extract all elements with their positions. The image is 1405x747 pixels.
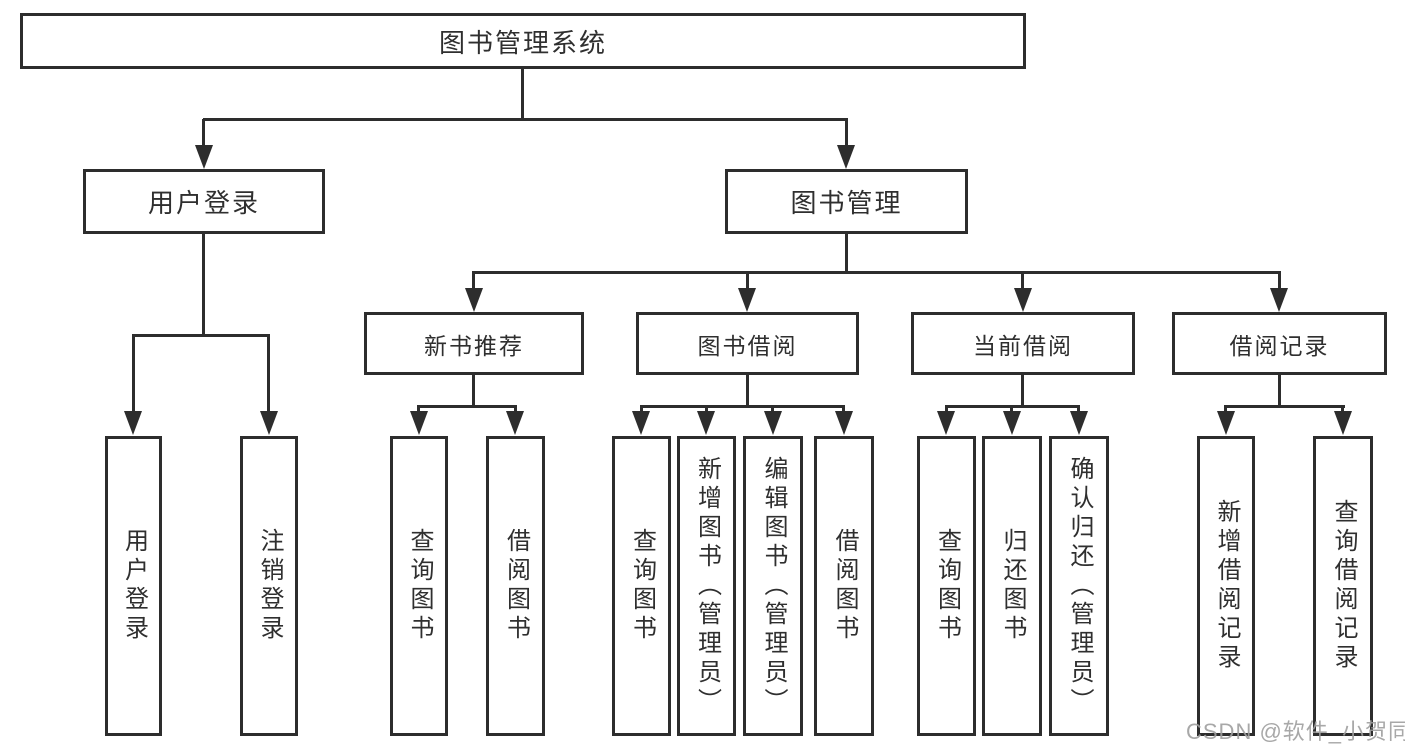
arrow-down-icon [1014,288,1032,312]
node-new-book-recommend-label: 新书推荐 [424,332,524,359]
leaf-add-borrow-record: 新增借阅记录 [1197,436,1255,736]
connector-line [202,119,205,149]
node-root-label: 图书管理系统 [438,27,607,58]
connector-line [472,374,475,407]
node-borrow-records-label: 借阅记录 [1229,332,1330,359]
leaf-query-books-3-label: 查询图书 [933,528,961,644]
leaf-query-borrow-record: 查询借阅记录 [1313,436,1373,736]
leaf-user-login: 用户登录 [105,436,162,736]
node-root: 图书管理系统 [20,13,1026,69]
connector-line [1224,405,1345,408]
leaf-query-books-2-label: 查询图书 [628,528,656,644]
arrow-down-icon [738,288,756,312]
leaf-query-borrow-record-label: 查询借阅记录 [1330,499,1357,673]
arrow-down-icon [124,411,142,435]
leaf-add-book-admin-label: 新增图书（管理员） [693,455,721,717]
arrow-down-icon [195,145,213,169]
node-book-borrow-label: 图书借阅 [697,332,798,359]
connector-line [267,335,270,415]
connector-line [1021,272,1024,294]
arrow-down-icon [260,411,278,435]
connector-line [746,374,749,407]
connector-line [1278,374,1281,407]
leaf-borrow-books-1: 借阅图书 [486,436,545,736]
connector-line [417,405,517,408]
connector-line [845,233,848,274]
arrow-down-icon [632,411,650,435]
connector-line [1021,374,1024,407]
connector-line [202,233,205,336]
arrow-down-icon [697,411,715,435]
arrow-down-icon [764,411,782,435]
arrow-down-icon [837,145,855,169]
connector-line [472,272,475,294]
leaf-edit-book-admin: 编辑图书（管理员） [743,436,803,736]
node-new-book-recommend: 新书推荐 [364,312,584,375]
node-borrow-records: 借阅记录 [1172,312,1387,375]
leaf-return-book-label: 归还图书 [999,528,1026,644]
leaf-user-login-label: 用户登录 [120,528,148,644]
leaf-logout-label: 注销登录 [256,528,283,644]
connector-line [132,335,135,415]
leaf-return-book: 归还图书 [982,436,1042,736]
leaf-borrow-books-2-label: 借阅图书 [831,528,858,644]
arrow-down-icon [1270,288,1288,312]
node-user-login-label: 用户登录 [147,188,260,218]
node-book-management: 图书管理 [725,169,968,234]
connector-line [1278,272,1281,294]
leaf-edit-book-admin-label: 编辑图书（管理员） [760,455,787,717]
watermark: CSDN @软件_小贺同学 [1186,719,1405,744]
connector-line [746,272,749,294]
node-book-management-label: 图书管理 [790,188,903,218]
connector-line [521,68,524,120]
arrow-down-icon [1217,411,1235,435]
leaf-query-books-2: 查询图书 [612,436,671,736]
leaf-borrow-books-1-label: 借阅图书 [502,528,530,644]
arrow-down-icon [937,411,955,435]
leaf-borrow-books-2: 借阅图书 [814,436,874,736]
node-book-borrow: 图书借阅 [636,312,859,375]
leaf-query-books-1-label: 查询图书 [406,528,433,644]
connector-line [472,271,1281,274]
arrow-down-icon [506,411,524,435]
leaf-query-books-3: 查询图书 [917,436,976,736]
leaf-add-book-admin: 新增图书（管理员） [677,436,736,736]
leaf-query-books-1: 查询图书 [390,436,448,736]
arrow-down-icon [465,288,483,312]
connector-line [640,405,845,408]
leaf-logout: 注销登录 [240,436,298,736]
arrow-down-icon [1334,411,1352,435]
arrow-down-icon [410,411,428,435]
leaf-confirm-return-admin: 确认归还（管理员） [1049,436,1109,736]
node-current-borrow-label: 当前借阅 [973,332,1073,359]
arrow-down-icon [1003,411,1021,435]
connector-line [203,118,848,121]
node-user-login: 用户登录 [83,169,325,234]
connector-line [845,119,848,149]
arrow-down-icon [835,411,853,435]
arrow-down-icon [1070,411,1088,435]
leaf-confirm-return-admin-label: 确认归还（管理员） [1066,455,1093,717]
leaf-add-borrow-record-label: 新增借阅记录 [1213,499,1240,673]
node-current-borrow: 当前借阅 [911,312,1135,375]
connector-line [132,334,270,337]
